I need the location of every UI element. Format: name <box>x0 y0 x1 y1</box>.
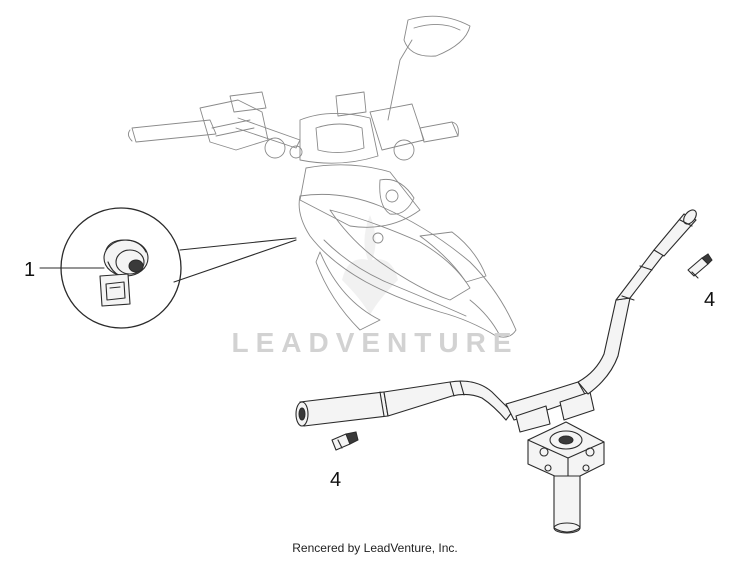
detail-leader-lines <box>173 237 297 283</box>
handlebar-assembly <box>295 209 697 534</box>
callout-1: 1 <box>24 259 105 281</box>
ignition-switch-detail <box>60 207 182 329</box>
callout-4-left-label: 4 <box>330 469 341 491</box>
callout-1-label: 1 <box>24 259 35 281</box>
scooter-front-outline <box>127 15 517 338</box>
watermark-logo-emblem <box>342 215 398 315</box>
footer-credit: Rencered by LeadVenture, Inc. <box>292 541 458 555</box>
watermark-text: LEADVENTURE <box>231 327 518 358</box>
bar-end-part-left: 4 <box>330 431 359 491</box>
callout-4-right-label: 4 <box>704 289 715 311</box>
bar-end-part-right: 4 <box>687 253 715 311</box>
